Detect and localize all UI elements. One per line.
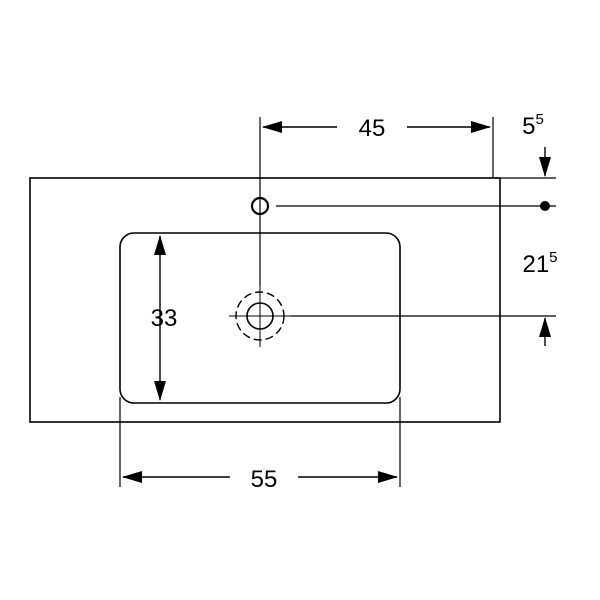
dimension-bowl-depth: 33 bbox=[151, 235, 178, 401]
dimension-label-33: 33 bbox=[151, 305, 178, 332]
drain bbox=[229, 285, 291, 347]
dimension-label-45: 45 bbox=[359, 115, 386, 142]
basin-outline bbox=[29, 177, 501, 423]
dimension-label-5-5: 55 bbox=[522, 111, 544, 140]
dimension-tap-to-edge: 45 bbox=[262, 115, 494, 178]
dimension-tap-offset: 55 bbox=[276, 111, 556, 211]
dimension-bowl-width: 55 bbox=[119, 397, 401, 493]
dimension-tap-to-drain: 215 bbox=[291, 249, 558, 346]
dimension-label-21-5: 215 bbox=[522, 249, 557, 278]
dimension-label-55: 55 bbox=[251, 466, 278, 493]
